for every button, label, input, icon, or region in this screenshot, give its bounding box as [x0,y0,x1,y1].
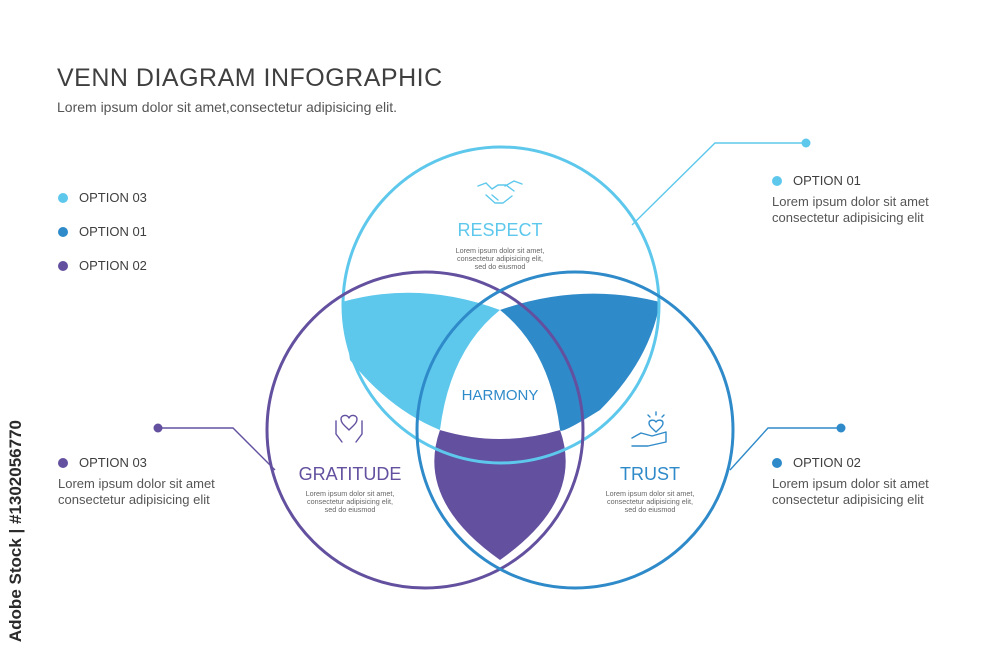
callout-bottom-right: OPTION 02 [772,455,861,470]
set-text-trust-2: consectetur adipisicing elit, [607,497,693,506]
callout-option-label: OPTION 03 [79,455,147,470]
hand-heart-icon [631,411,667,447]
callout-option-label: OPTION 01 [793,173,861,188]
callout-left: OPTION 03 [58,455,147,470]
handshake-icon [477,180,523,204]
legend-dot-icon [58,226,68,237]
center-label-harmony: HARMONY [462,387,539,404]
callout-dot-icon [772,175,782,186]
legend-label: OPTION 01 [79,224,147,239]
page-title: VENN DIAGRAM INFOGRAPHIC [57,64,443,92]
connector-top-right [631,142,806,226]
circle-trust [415,270,735,590]
callout-desc-line: consectetur adipisicing elit [58,492,210,507]
circle-respect [341,145,661,465]
connector-dot-top-right [801,138,811,148]
connector-dot-left [153,423,163,433]
callout-top-right: OPTION 01 [772,173,861,188]
legend-dot-icon [58,260,68,271]
legend-item-option-03: OPTION 03 [58,190,147,205]
callout-bottom-right-desc: Lorem ipsum dolor sit amet consectetur a… [772,476,929,508]
connector-left [158,427,276,471]
callout-dot-icon [58,457,68,468]
legend-label: OPTION 03 [79,190,147,205]
set-text-trust-1: Lorem ipsum dolor sit amet, [606,489,695,498]
page-subtitle: Lorem ipsum dolor sit amet,consectetur a… [57,99,398,115]
set-text-respect-1: Lorem ipsum dolor sit amet, [456,246,545,255]
set-text-gratitude-3: sed do eiusmod [325,505,376,514]
set-text-gratitude-2: consectetur adipisicing elit, [307,497,393,506]
callout-desc-line: Lorem ipsum dolor sit amet [58,476,215,491]
callout-left-desc: Lorem ipsum dolor sit amet consectetur a… [58,476,215,508]
connector-right [729,427,841,471]
set-text-gratitude-1: Lorem ipsum dolor sit amet, [306,489,395,498]
callout-desc-line: consectetur adipisicing elit [772,210,924,225]
callout-option-label: OPTION 02 [793,455,861,470]
callout-dot-icon [772,457,782,468]
set-text-respect-3: sed do eiusmod [475,262,526,271]
set-label-respect: RESPECT [457,220,542,240]
lens-respect-gratitude [342,292,500,430]
set-label-trust: TRUST [620,464,680,484]
lens-gratitude-trust [434,430,566,560]
legend-dot-icon [58,192,68,203]
connector-dot-right [836,423,846,433]
legend-item-option-01: OPTION 01 [58,224,147,239]
circle-gratitude [265,270,585,590]
legend-label: OPTION 02 [79,258,147,273]
heart-hands-icon [335,414,363,443]
set-text-respect-2: consectetur adipisicing elit, [457,254,543,263]
set-label-gratitude: GRATITUDE [299,464,402,484]
set-text-trust-3: sed do eiusmod [625,505,676,514]
callout-desc-line: Lorem ipsum dolor sit amet [772,194,929,209]
stock-watermark-label: Adobe Stock | #1302056770 [6,420,25,643]
legend-item-option-02: OPTION 02 [58,258,147,273]
callout-desc-line: Lorem ipsum dolor sit amet [772,476,929,491]
callout-top-right-desc: Lorem ipsum dolor sit amet consectetur a… [772,194,929,226]
lens-respect-trust [500,293,660,431]
center-region [440,310,560,439]
callout-desc-line: consectetur adipisicing elit [772,492,924,507]
